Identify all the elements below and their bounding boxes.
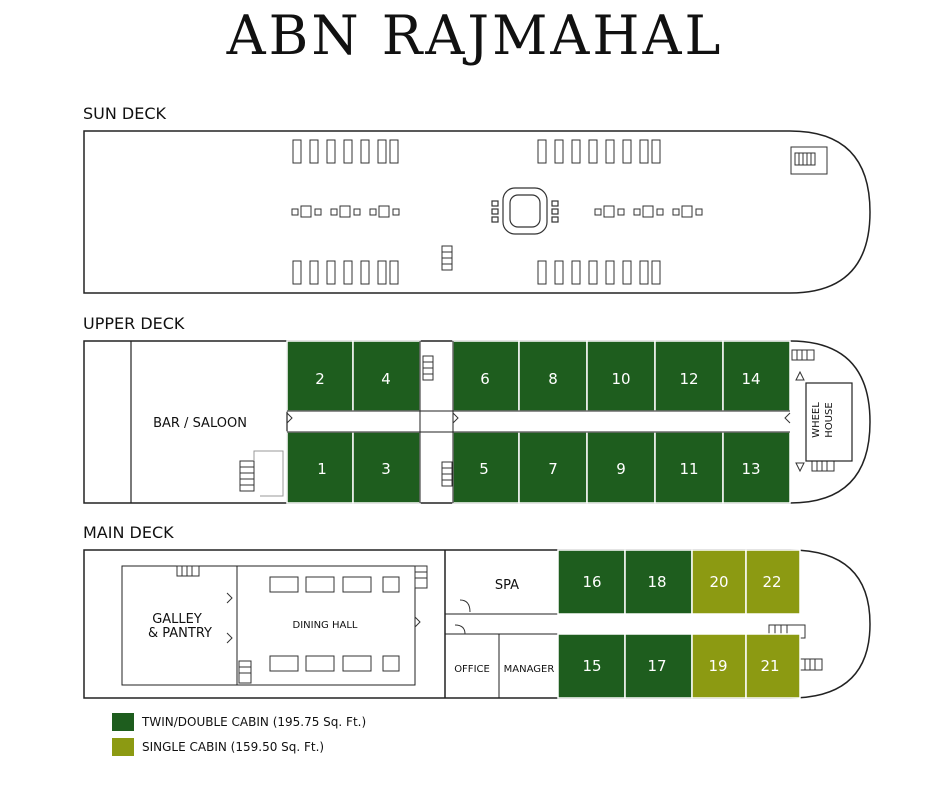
main-deck-label: MAIN DECK [83,523,174,542]
cabin-8-label: 8 [548,370,558,388]
upper-cabins-bottom [286,431,791,504]
upper-stairs [239,349,835,497]
cabin-10[interactable] [586,340,656,412]
spa-label: SPA [495,578,519,593]
cabin-1-label: 1 [317,460,327,478]
cabin-16[interactable] [557,549,626,615]
cabin-10-label: 10 [611,370,630,388]
sun-loungers-top-right [537,139,661,164]
legend-single: SINGLE CABIN (159.50 Sq. Ft.) [112,738,324,756]
sun-deck-hull [83,130,871,294]
cabin-18[interactable] [624,549,693,615]
sun-loungers-bottom-right [537,260,661,285]
dining-tables-bottom [269,655,400,672]
office-label: OFFICE [454,664,490,675]
legend-label-single: SINGLE CABIN (159.50 Sq. Ft.) [142,740,325,754]
upper-deck [83,340,871,504]
cabin-16-label: 16 [582,573,601,591]
sun-loungers-bottom-left [292,260,399,285]
legend-swatch-single [112,738,134,756]
cabin-7-label: 7 [548,460,558,478]
sun-loungers-top-left [292,139,399,164]
sun-stair-bow [790,146,828,175]
cabin-19[interactable] [691,633,747,699]
cabin-21[interactable] [745,633,801,699]
main-deck [83,549,871,699]
cabin-19-label: 19 [708,657,727,675]
sun-tables-right [594,205,703,218]
sun-deck [83,130,871,294]
cabin-15-label: 15 [582,657,601,675]
cabin-6-label: 6 [480,370,490,388]
cabin-14-label: 14 [741,370,760,388]
wheel-house-label-2: HOUSE [824,402,835,437]
galley-label-2: & PANTRY [148,626,212,641]
legend-swatch-twin-double [112,713,134,731]
upper-deck-label: UPPER DECK [83,314,185,333]
cabin-5-label: 5 [479,460,489,478]
dining-tables-top [269,576,400,593]
sun-tables-left [291,205,400,218]
legend-twin-double: TWIN/DOUBLE CABIN (195.75 Sq. Ft.) [112,713,366,731]
cabin-15[interactable] [557,633,626,699]
cabin-4-label: 4 [381,370,391,388]
cabin-18-label: 18 [647,573,666,591]
sun-deck-label: SUN DECK [83,104,167,123]
upper-doors [286,370,805,473]
cabin-1[interactable] [286,431,354,504]
cabin-3[interactable] [352,431,421,504]
sun-bar-counter [491,187,559,235]
cabin-4[interactable] [352,340,421,412]
cabin-2[interactable] [286,340,354,412]
cabin-12-label: 12 [679,370,698,388]
wheel-house-label-1: WHEEL [811,402,822,438]
cabin-13-label: 13 [741,460,760,478]
cabin-11-label: 11 [679,460,698,478]
plan-labels: BAR / SALOON WHEEL HOUSE 2 4 6 8 10 12 1… [148,370,835,675]
main-cabins [557,549,801,699]
cabin-12[interactable] [654,340,724,412]
wheel-house [805,382,853,462]
cabin-9[interactable] [586,431,656,504]
manager-label: MANAGER [504,664,555,675]
cabin-21-label: 21 [760,657,779,675]
legend-label-twin-double: TWIN/DOUBLE CABIN (195.75 Sq. Ft.) [142,715,367,729]
cabin-22[interactable] [745,549,801,615]
cabin-17-label: 17 [647,657,666,675]
upper-cabins-top [286,340,791,412]
sun-stair-center [441,245,453,271]
galley-label-1: GALLEY [152,612,202,627]
cabin-20-label: 20 [709,573,728,591]
cabin-3-label: 3 [381,460,391,478]
cabin-17[interactable] [624,633,693,699]
dining-hall-label: DINING HALL [293,620,358,631]
cabin-9-label: 9 [616,460,626,478]
bar-saloon-label: BAR / SALOON [153,416,247,431]
main-doors [226,592,471,644]
ship-title: ABN RAJMAHAL [226,4,724,67]
cabin-13[interactable] [722,431,791,504]
cabin-2-label: 2 [315,370,325,388]
cabin-22-label: 22 [762,573,781,591]
cabin-14[interactable] [722,340,791,412]
